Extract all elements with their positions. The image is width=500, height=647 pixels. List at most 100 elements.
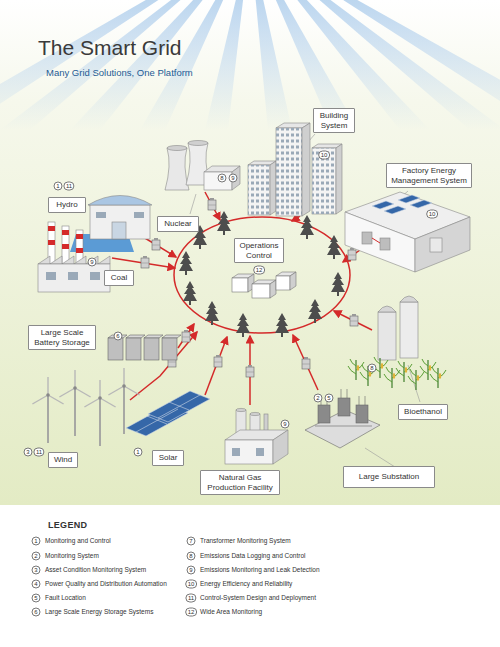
natural-gas-facility-part (250, 412, 260, 415)
battery-storage-part (162, 338, 177, 360)
natural-gas-facility-part (225, 440, 273, 464)
battery-storage-part (108, 338, 123, 360)
operations-buildings-part (252, 284, 270, 298)
legend-entry: Large Scale Energy Storage Systems (45, 608, 153, 616)
coal-plant-part (76, 234, 83, 239)
pole-transformers-part (348, 248, 356, 260)
callout-number: 9 (229, 174, 238, 183)
trees-part (183, 281, 197, 305)
legend-text: Wide Area Monitoring (200, 608, 262, 615)
natural-gas-facility-part (256, 448, 264, 456)
callout-number: 11 (63, 182, 74, 191)
corn-field-part (408, 369, 424, 390)
coal-plant-part (38, 264, 110, 292)
sun-rays-part (0, 0, 250, 130)
coal-plant-part (62, 226, 69, 264)
coal-plant-part (48, 240, 55, 245)
callout-number: 10 (318, 151, 330, 160)
facility-name: Building System (318, 111, 350, 130)
legend-entry: Emissions Monitoring and Leak Detection (200, 566, 320, 574)
sun-rays (0, 0, 500, 130)
hydro-plant-part (90, 205, 150, 239)
substation-part (318, 405, 330, 423)
legend-text: Control-System Design and Deployment (200, 594, 316, 601)
legend-text: Fault Location (45, 594, 86, 601)
leader-lines-part (408, 365, 420, 402)
sun-rays-part (205, 0, 250, 130)
legend-entry: Wide Area Monitoring (200, 608, 262, 616)
battery-storage-part (162, 335, 181, 338)
legend-entry: Power Quality and Distribution Automatio… (45, 580, 167, 588)
legend-text: Emissions Monitoring and Leak Detection (200, 566, 320, 573)
sun-rays-part (70, 0, 250, 130)
nuclear-plant-part (167, 146, 187, 151)
bioethanol-plant-part (378, 312, 396, 360)
solar-panels-part (147, 416, 167, 424)
natural-gas-facility (225, 408, 288, 464)
pole-transformers-part (214, 355, 222, 367)
natural-gas-facility-part (232, 448, 240, 456)
substation-part (365, 396, 366, 405)
facility-name: Coal (109, 273, 129, 283)
factory-part (372, 201, 394, 209)
coal-plant-part (68, 272, 78, 280)
building-system-towers-part (276, 128, 302, 216)
callout-number: 10 (426, 210, 438, 219)
facility-label: Bioethanol (398, 404, 448, 420)
facility-name: Bioethanol (403, 407, 443, 417)
callout-number: 4 (32, 580, 41, 589)
coal-plant-part (62, 244, 69, 249)
facility-name: Large Scale Battery Storage (33, 328, 91, 347)
trees-part (217, 211, 231, 235)
building-system-towers-part (276, 128, 302, 216)
callout-number: 12 (185, 608, 197, 617)
pole-transformers-part (152, 238, 160, 250)
legend-entry: Fault Location (45, 594, 86, 602)
substation-part (347, 389, 348, 398)
wind-turbines-part (32, 377, 63, 443)
callout-number: 11 (185, 594, 196, 603)
legend-text: Emissions Data Logging and Control (200, 552, 306, 559)
facility-label: Nuclear (157, 216, 199, 232)
facility-name: Large Substation (350, 472, 428, 482)
building-system-towers-part (248, 165, 270, 215)
facility-label: Large Substation (343, 466, 435, 488)
pole-transformers-part (350, 314, 358, 326)
pole-transformers-part (302, 357, 310, 369)
facility-name: Solar (157, 453, 179, 463)
trees-part (179, 251, 193, 275)
callout-number: 12 (253, 266, 265, 275)
callout-number: 7 (187, 537, 196, 546)
operations-buildings (232, 272, 296, 298)
building-system-towers-part (312, 148, 336, 214)
legend-text: Large Scale Energy Storage Systems (45, 608, 153, 615)
facility-name: Natural Gas Production Facility (205, 473, 275, 492)
callout-number: 2 (314, 394, 323, 403)
wind-turbines (32, 368, 139, 446)
legend-entry: Emissions Data Logging and Control (200, 552, 306, 560)
facility-label: Coal (104, 270, 134, 286)
hydro-plant-part (88, 196, 152, 206)
legend-text: Power Quality and Distribution Automatio… (45, 580, 167, 587)
leader-lines-part (365, 448, 395, 467)
solar-panels-part (148, 391, 210, 422)
coal-plant-part (76, 248, 83, 253)
facility-label: Building System (313, 108, 355, 133)
factory-part (362, 232, 372, 244)
callout-number: 1 (134, 448, 143, 457)
hydro-plant-part (134, 212, 144, 218)
callout-number: 3 (32, 566, 41, 575)
substation-part (356, 405, 368, 423)
coal-plant-part (46, 272, 56, 280)
legend-text: Energy Efficiency and Reliability (200, 580, 292, 587)
grid-ring (174, 217, 350, 333)
trees-part (308, 299, 322, 323)
building-system-towers-part (302, 123, 310, 216)
nuclear-plant-part (204, 172, 232, 190)
substation-part (315, 426, 372, 427)
callout-number: 11 (33, 448, 44, 457)
operations-buildings-part (270, 280, 276, 298)
